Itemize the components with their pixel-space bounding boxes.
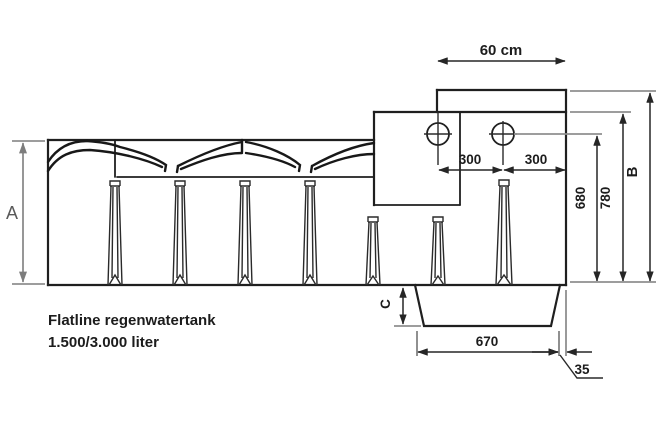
inlet-crosshair-right — [489, 121, 517, 165]
dim-shoulder-height: 780 — [570, 111, 631, 282]
dim-sump-depth: C — [378, 287, 421, 327]
rib — [365, 216, 381, 286]
rib — [172, 180, 188, 286]
tank-outline — [46, 88, 568, 287]
rib — [237, 180, 253, 286]
dim-top-width: 60 cm — [437, 42, 566, 65]
dim-spacing-right-label: 300 — [525, 152, 548, 167]
tank-top-arches — [46, 138, 376, 174]
caption: Flatline regenwatertank 1.500/3.000 lite… — [48, 312, 216, 351]
caption-line2: 1.500/3.000 liter — [48, 334, 159, 351]
dim-inlet-depth: 680 — [514, 133, 602, 282]
dim-sump-width: 670 — [416, 290, 567, 356]
rib — [430, 216, 446, 286]
dim-body-height-label: A — [6, 203, 18, 223]
dim-top-width-label: 60 cm — [480, 42, 523, 59]
dim-inlet-depth-label: 680 — [573, 187, 588, 210]
dim-total-height-label: B — [624, 166, 641, 177]
dim-sump-offset-leader — [559, 354, 603, 379]
dim-sump-width-label: 670 — [476, 334, 499, 349]
dim-spacing-left-label: 300 — [459, 152, 482, 167]
dim-total-height: B — [570, 90, 656, 283]
dim-shoulder-height-label: 780 — [598, 187, 613, 210]
rib — [107, 180, 123, 286]
dim-sump-depth-label: C — [378, 299, 393, 309]
rib — [302, 180, 318, 286]
inlet-crosshair-left — [424, 112, 452, 165]
sump — [413, 283, 562, 328]
dim-spacing: 300 300 — [438, 152, 566, 174]
caption-line1: Flatline regenwatertank — [48, 312, 216, 329]
rib — [495, 179, 513, 286]
tank-ribs — [107, 179, 513, 286]
dim-body-height: A — [6, 140, 45, 285]
dim-sump-offset-label: 35 — [574, 362, 590, 377]
dim-sump-offset: 35 — [532, 348, 603, 379]
